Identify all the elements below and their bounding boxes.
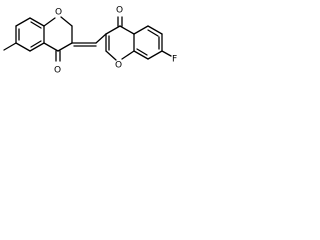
bond (57, 42, 73, 52)
fluorine-label: F (172, 55, 177, 65)
bond (147, 25, 163, 35)
left-ring-oxygen-label: O (55, 8, 62, 18)
methyl-chromanone-fragment (3, 16, 73, 62)
methyl-bond (3, 42, 17, 51)
bond (133, 50, 149, 60)
bond (133, 25, 149, 35)
fluorine-bond (161, 50, 172, 57)
methylidene-bridge (71, 33, 107, 47)
left-carbonyl-oxygen-label: O (54, 66, 61, 76)
bond (147, 50, 163, 60)
bond (95, 33, 107, 44)
bond (60, 16, 73, 27)
bond (29, 42, 45, 52)
bond (15, 17, 31, 27)
bond (136, 48, 148, 56)
bond (43, 17, 56, 27)
bond (121, 50, 135, 60)
right-carbonyl-oxygen-label: O (116, 6, 123, 16)
bond (29, 17, 45, 27)
bond (30, 40, 42, 48)
bond (105, 25, 121, 35)
bond (43, 42, 59, 52)
fluoro-chromenone-fragment (105, 16, 172, 61)
bond (15, 42, 31, 52)
right-ring-oxygen-label: O (115, 61, 122, 71)
chemical-structure: O O O O F (3, 6, 177, 76)
bond (119, 25, 135, 35)
bond (147, 29, 159, 37)
bond (30, 21, 42, 29)
bond (105, 50, 117, 61)
